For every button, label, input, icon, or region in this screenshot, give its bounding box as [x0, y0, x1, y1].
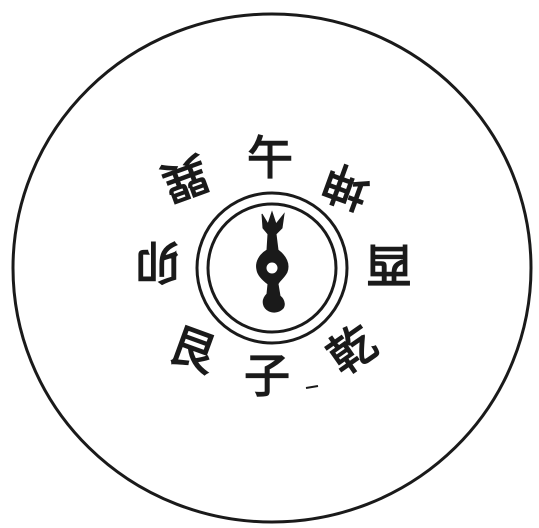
compass-needle-icon [257, 212, 288, 312]
direction-glyph-bottom-left: 艮 [162, 317, 225, 384]
direction-glyph-top-right: 坤 [315, 153, 377, 219]
direction-glyph-top: 午 [247, 131, 293, 185]
direction-glyph-right: 酉 [366, 238, 412, 292]
direction-glyph-bottom-right: 乾 [318, 315, 387, 386]
ink-mark [306, 386, 318, 388]
direction-glyph-top-left: 巽 [154, 145, 216, 211]
direction-glyph-left: 卯 [135, 235, 181, 289]
direction-glyph-bottom: 子 [244, 349, 290, 403]
